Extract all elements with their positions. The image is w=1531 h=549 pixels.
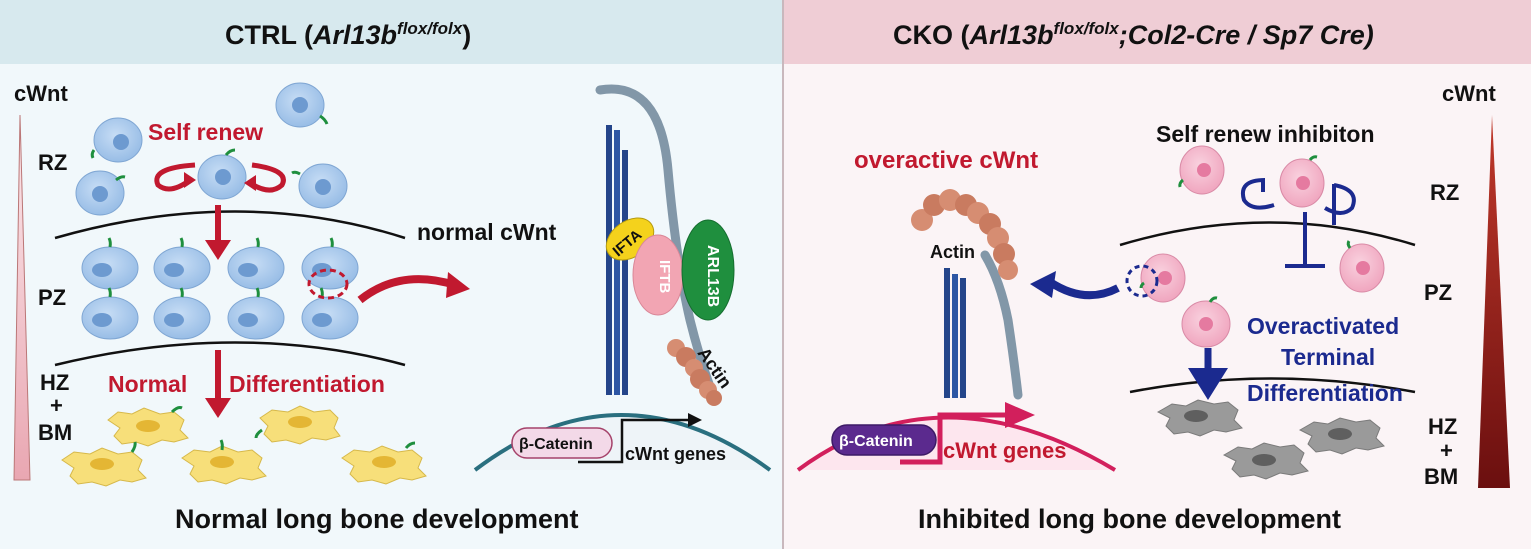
right-highlighted-cilium-circle <box>1125 264 1159 298</box>
left-panel-title: CTRL (Arl13bflox/folx) <box>225 19 471 50</box>
self-renew-arrow-right <box>248 162 286 193</box>
left-zone-plus: + <box>50 393 63 418</box>
highlighted-cilium-circle <box>307 268 349 300</box>
zoom-arrow <box>357 275 457 304</box>
terminal-diff-arrowhead <box>1188 368 1228 400</box>
pz-to-hz-arrowhead <box>205 398 231 418</box>
overactivated-label-3: Differentiation <box>1247 380 1403 406</box>
normal-differentiation-label-2: Differentiation <box>229 371 385 397</box>
right-zoom-arrow <box>1047 278 1120 300</box>
blue-cell <box>227 287 285 340</box>
left-resting-zone-cells <box>75 82 348 216</box>
left-rz-pz-boundary <box>54 210 406 240</box>
self-renew-inhibition-label: Self renew inhibiton <box>1156 121 1375 147</box>
arl13b-protein <box>681 219 735 321</box>
normal-differentiation-label-1: Normal <box>108 371 187 397</box>
zoom-arrowhead <box>446 272 470 298</box>
overactivated-label-1: Overactivated <box>1247 313 1399 339</box>
pink-cell <box>1181 296 1231 348</box>
left-cwnt-genes-label: cWnt genes <box>625 444 726 464</box>
right-transcription-arrow <box>900 412 1010 465</box>
right-gradient-label: cWnt <box>1442 81 1496 106</box>
inhibition-arc-left <box>1241 178 1275 210</box>
blue-cell <box>275 82 329 128</box>
blue-cell <box>301 287 359 340</box>
right-zone-pz: PZ <box>1424 280 1452 305</box>
left-zone-rz: RZ <box>38 150 67 175</box>
left-pz-hz-boundary <box>54 341 406 367</box>
left-zone-bm: BM <box>38 420 72 445</box>
blue-cell <box>90 117 143 163</box>
right-zone-rz: RZ <box>1430 180 1459 205</box>
yellow-cell <box>181 439 267 485</box>
right-terminal-cells <box>1156 399 1385 480</box>
left-beta-catenin-box <box>511 427 613 459</box>
right-beta-catenin-label: β-Catenin <box>839 433 913 450</box>
left-zone-hz: HZ <box>40 370 69 395</box>
self-renew-arrowhead-right <box>244 175 256 191</box>
right-zone-hz: HZ <box>1428 414 1457 439</box>
blue-cell <box>227 237 285 290</box>
left-hypertrophic-cells <box>61 405 427 487</box>
right-cwnt-gradient-triangle <box>1478 115 1510 488</box>
pink-cell <box>1178 145 1225 195</box>
right-actin-filament <box>911 189 1018 280</box>
gray-cell <box>1222 442 1309 480</box>
blue-cell <box>81 287 139 340</box>
right-panel-title: CKO (Arl13bflox/folx;Col2-Cre / Sp7 Cre) <box>893 19 1374 50</box>
gray-cell <box>1156 399 1243 437</box>
left-header-bar <box>0 0 783 64</box>
right-ciliary-membrane <box>980 250 1023 400</box>
blue-cell <box>291 163 348 209</box>
pink-cell <box>1279 155 1325 208</box>
left-transcription-arrowhead <box>688 413 702 427</box>
overactivated-label-2: Terminal <box>1281 344 1375 370</box>
right-zone-bm: BM <box>1424 464 1458 489</box>
right-zoom-arrowhead <box>1030 271 1056 298</box>
left-beta-catenin-label: β-Catenin <box>519 436 593 453</box>
right-transcription-arrowhead <box>1005 402 1035 428</box>
yellow-cell <box>107 406 189 447</box>
right-pz-hz-boundary <box>1129 377 1416 394</box>
left-axoneme <box>606 125 628 395</box>
pink-cell <box>1139 253 1186 303</box>
left-zone-pz: PZ <box>38 285 66 310</box>
left-cwnt-gradient-triangle <box>13 114 31 481</box>
gray-cell <box>1298 417 1385 455</box>
blue-cell <box>153 237 211 290</box>
iftb-label: IFTB <box>656 260 673 293</box>
blue-cell <box>75 170 126 216</box>
left-actin-filament <box>667 339 722 406</box>
blue-cell <box>153 287 211 340</box>
left-transcription-arrow <box>578 418 690 464</box>
arl13b-label: ARL13B <box>704 245 721 307</box>
left-proliferative-zone-cells <box>81 237 359 340</box>
right-outcome-label: Inhibited long bone development <box>918 504 1341 534</box>
right-rz-pz-boundary <box>1119 221 1416 247</box>
left-ciliary-membrane <box>595 84 717 397</box>
rz-to-pz-arrowhead <box>205 240 231 260</box>
right-actin-label: Actin <box>930 242 975 262</box>
right-header-bar <box>783 0 1531 64</box>
normal-cwnt-label: normal cWnt <box>417 219 557 245</box>
self-renew-label: Self renew <box>148 119 263 145</box>
blue-cell <box>81 237 139 290</box>
right-beta-catenin-box <box>831 424 937 456</box>
self-renew-arrow-left <box>154 162 196 192</box>
right-zone-plus: + <box>1440 438 1453 463</box>
yellow-cell <box>254 405 341 445</box>
left-outcome-label: Normal long bone development <box>175 504 579 534</box>
pink-cell <box>1339 240 1385 293</box>
overactive-cwnt-label: overactive cWnt <box>854 147 1038 174</box>
self-renew-arrowhead-left <box>184 172 196 188</box>
left-gradient-label: cWnt <box>14 81 68 106</box>
yellow-cell <box>61 441 147 487</box>
yellow-cell <box>341 441 427 485</box>
right-cwnt-genes-label: cWnt genes <box>943 438 1066 463</box>
right-pink-cells <box>1139 145 1385 348</box>
right-axoneme <box>944 268 966 398</box>
blue-cell <box>197 148 247 200</box>
